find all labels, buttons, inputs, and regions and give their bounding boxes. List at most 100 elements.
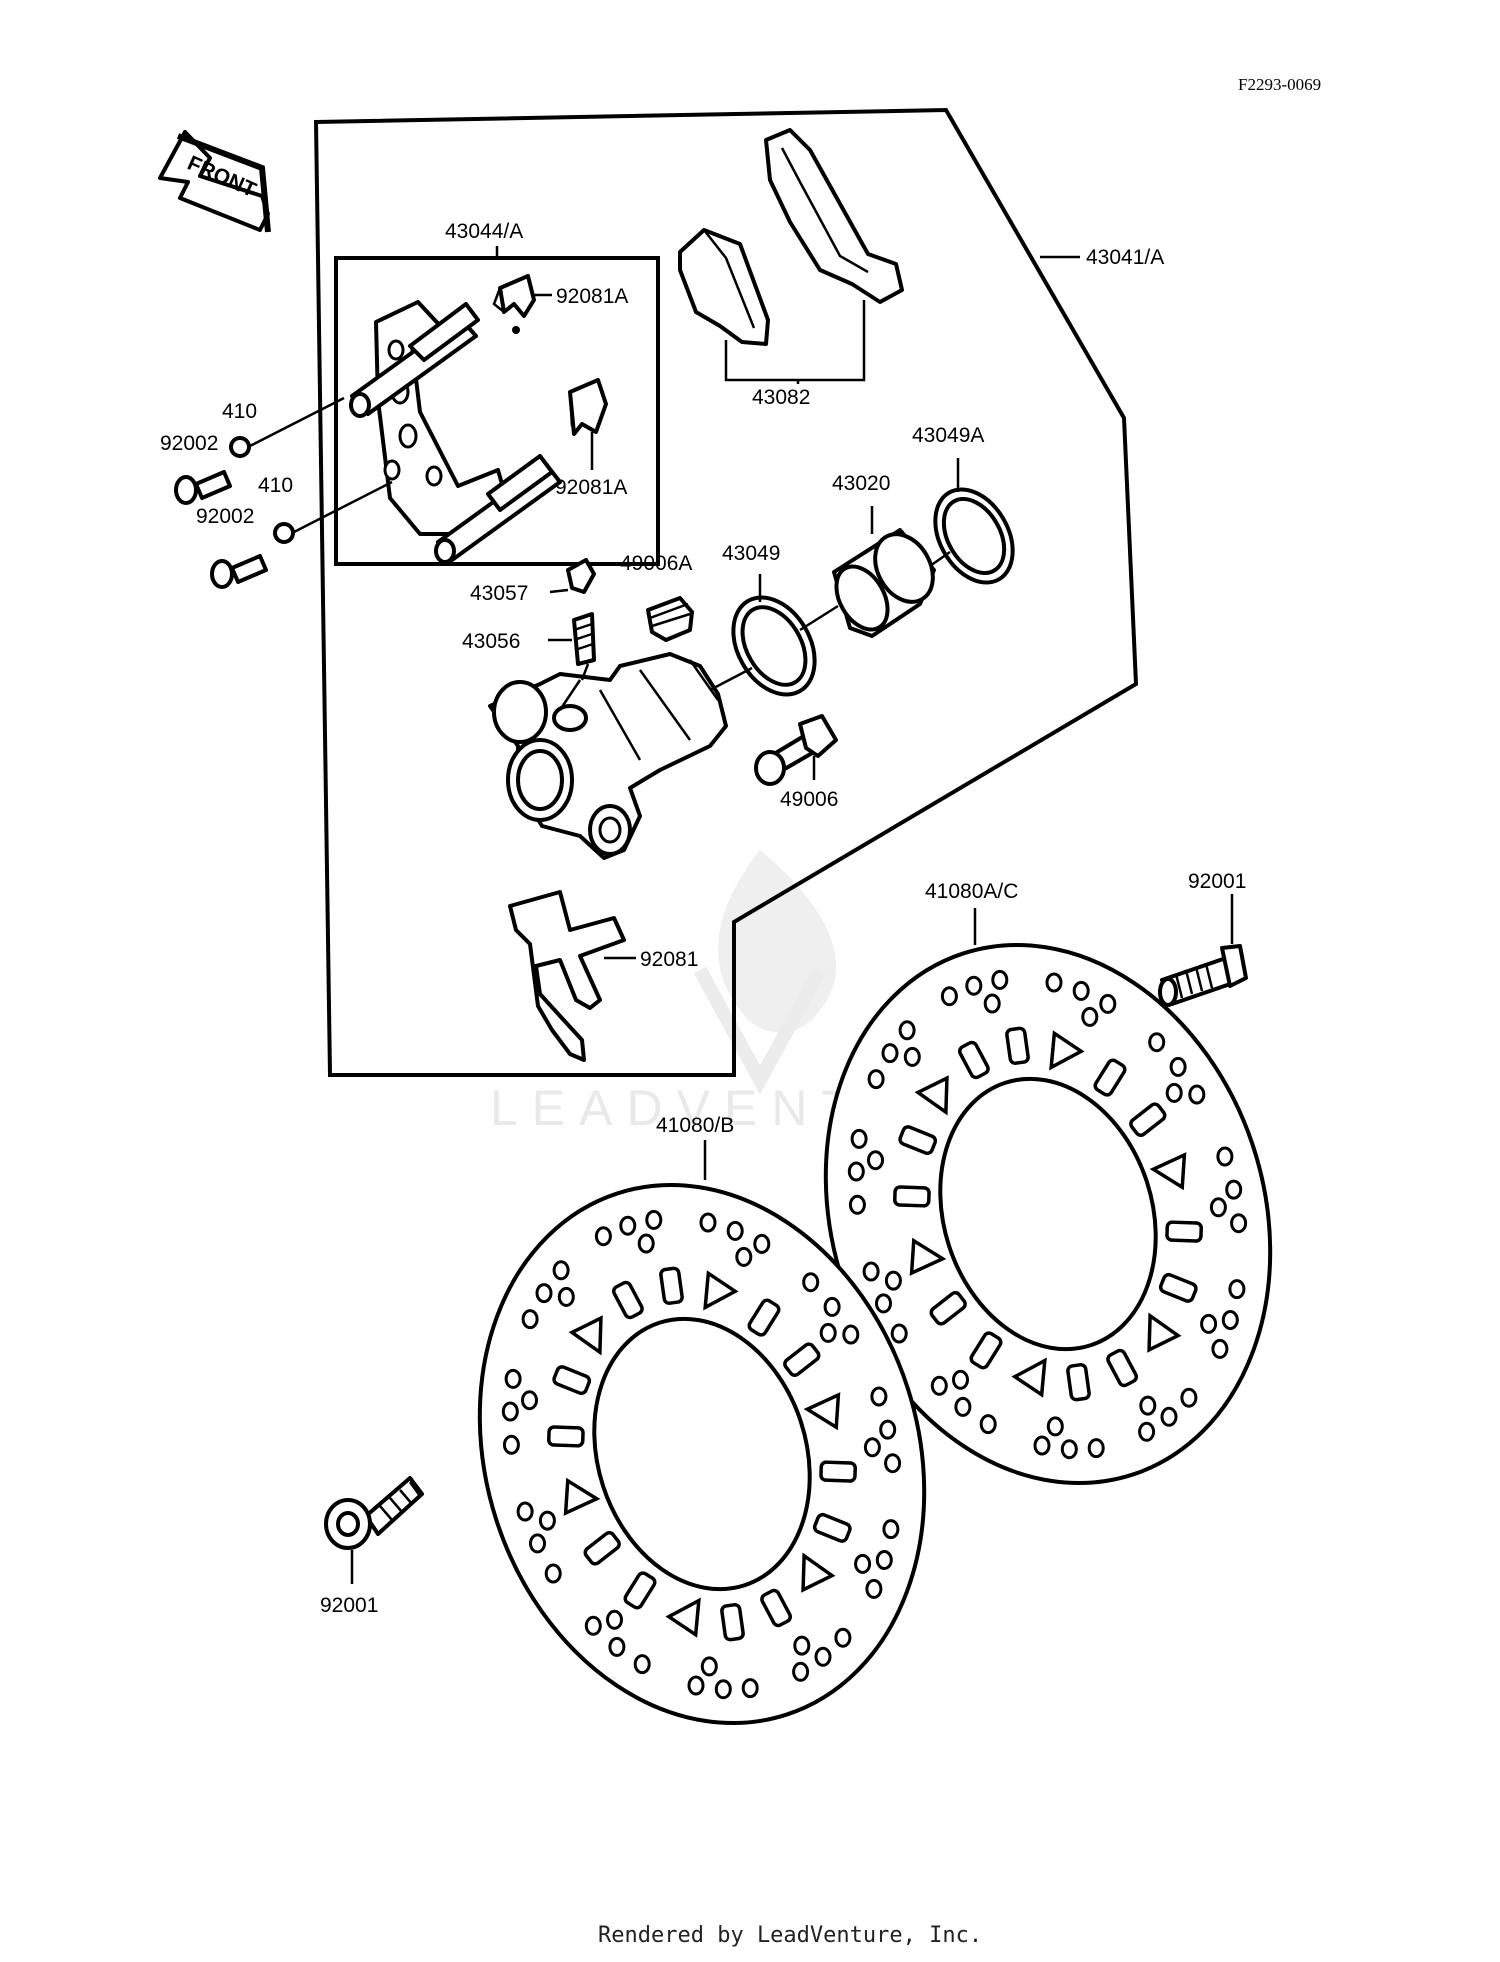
disc-rim-hole	[699, 1212, 717, 1233]
disc-rim-hole	[954, 1396, 972, 1417]
disc-rim-hole	[1221, 1310, 1239, 1330]
washer-upper: 410	[222, 396, 345, 458]
disc-rim-hole	[1228, 1279, 1246, 1300]
diagram-reference-code: F2293-0069	[1238, 75, 1321, 94]
bolt-lower: 92002	[196, 505, 268, 589]
label-43056: 43056	[462, 630, 520, 653]
disc-vent-slot	[892, 1185, 931, 1208]
disc-rim-hole	[1148, 1032, 1166, 1053]
disc-rim-hole	[1211, 1338, 1229, 1359]
disc-rim-hole	[633, 1654, 651, 1675]
disc-rim-hole	[521, 1390, 538, 1411]
disc-rim-hole	[842, 1324, 860, 1345]
disc-bolt-right: 92001	[1158, 870, 1248, 1007]
bolt-upper: 92002	[160, 432, 232, 505]
disc-rim-hole	[584, 1615, 602, 1636]
disc-rim-hole	[535, 1283, 553, 1304]
disc-rim-hole	[552, 1260, 570, 1281]
assembly-axis-lines	[580, 550, 951, 692]
label-49006a: 49006A	[620, 552, 692, 575]
disc-rim-hole	[516, 1501, 534, 1522]
disc-rim-hole	[867, 1069, 885, 1090]
disc-rim-hole	[544, 1563, 562, 1584]
disc-rim-hole	[940, 986, 958, 1007]
label-92002-lower: 92002	[196, 505, 254, 528]
disc-rim-hole	[884, 1453, 902, 1474]
disc-vent-slot	[1065, 1362, 1092, 1403]
disc-rim-hole	[1087, 1438, 1105, 1459]
label-43057: 43057	[470, 582, 528, 605]
disc-rim-hole	[847, 1161, 865, 1182]
disc-rim-hole	[979, 1414, 997, 1435]
label-43049a: 43049A	[912, 424, 984, 447]
disc-rim-hole	[1169, 1056, 1187, 1077]
disc-rim-hole	[965, 975, 983, 996]
disc-rim-hole	[606, 1609, 623, 1630]
disc-rim-hole	[1081, 1006, 1099, 1027]
label-43049: 43049	[722, 542, 780, 565]
brake-disc-left: 41080/B	[477, 1114, 927, 1726]
disc-rim-hole	[802, 1272, 820, 1293]
disc-rim-hole	[1138, 1421, 1156, 1442]
label-92001-left: 92001	[320, 1594, 378, 1617]
disc-rim-hole	[850, 1128, 868, 1149]
disc-rim-hole	[819, 1322, 837, 1343]
caliper-assembly-boundary	[313, 107, 1139, 1077]
disc-rim-hole	[501, 1401, 519, 1422]
disc-rim-hole	[1230, 1213, 1248, 1234]
caliper-bolt: 49006	[754, 714, 838, 811]
disc-rim-hole	[991, 969, 1009, 990]
disc-rim-hole	[504, 1368, 522, 1389]
label-410-upper: 410	[222, 400, 257, 423]
disc-rim-hole	[1216, 1146, 1234, 1167]
label-92081: 92081	[640, 948, 698, 971]
disc-rim-hole	[700, 1656, 718, 1677]
disc-rim-hole	[1099, 993, 1117, 1014]
label-43041-a: 43041/A	[1086, 246, 1164, 269]
disc-rim-hole	[726, 1220, 744, 1241]
disc-rim-hole	[637, 1233, 655, 1254]
label-92081a-lower: 92081A	[555, 476, 627, 499]
disc-rim-hole	[1139, 1395, 1157, 1416]
caliper-bracket	[349, 300, 562, 564]
disc-rim-hole	[521, 1309, 539, 1330]
disc-vent-slot	[658, 1265, 685, 1306]
disc-rim-hole	[870, 1386, 888, 1407]
disc-vent-slot	[719, 1602, 746, 1643]
disc-rim-hole	[1060, 1439, 1078, 1460]
pad-spring-upper: 92081A	[492, 274, 628, 334]
disc-vent-slot	[546, 1425, 585, 1448]
disc-rim-hole	[814, 1646, 832, 1667]
piston-seal: 43049	[722, 542, 817, 697]
label-41080a-c: 41080A/C	[925, 880, 1018, 903]
disc-rim-hole	[898, 1020, 916, 1041]
disc-rim-hole	[714, 1679, 732, 1700]
label-92001-right: 92001	[1188, 870, 1246, 893]
disc-bolt-left: 92001	[320, 1476, 424, 1617]
disc-rim-hole	[1045, 972, 1063, 993]
bleeder-cap: 43057	[470, 558, 596, 605]
disc-rim-hole	[753, 1233, 771, 1254]
disc-rim-hole	[557, 1286, 575, 1307]
disc-rim-hole	[608, 1636, 626, 1657]
disc-rim-hole	[619, 1215, 637, 1236]
disc-rim-hole	[645, 1209, 663, 1230]
disc-rim-hole	[854, 1553, 872, 1574]
label-92002-upper: 92002	[160, 432, 218, 455]
disc-rim-hole	[538, 1510, 556, 1531]
washer-lower: 410	[258, 474, 393, 544]
label-43044-a: 43044/A	[445, 220, 523, 243]
disc-vent-slot	[1004, 1025, 1031, 1066]
disc-rim-hole	[594, 1226, 612, 1247]
piston: 43020	[832, 472, 936, 638]
disc-rim-hole	[863, 1437, 881, 1458]
disc-vent-slot	[1165, 1220, 1204, 1243]
disc-rim-hole	[867, 1150, 884, 1171]
disc-rim-hole	[1160, 1406, 1178, 1427]
label-43082: 43082	[752, 386, 810, 409]
disc-vent-slot	[819, 1460, 858, 1483]
disc-rim-hole	[875, 1293, 892, 1314]
disc-rim-hole	[823, 1296, 841, 1317]
disc-rim-hole	[862, 1261, 880, 1282]
